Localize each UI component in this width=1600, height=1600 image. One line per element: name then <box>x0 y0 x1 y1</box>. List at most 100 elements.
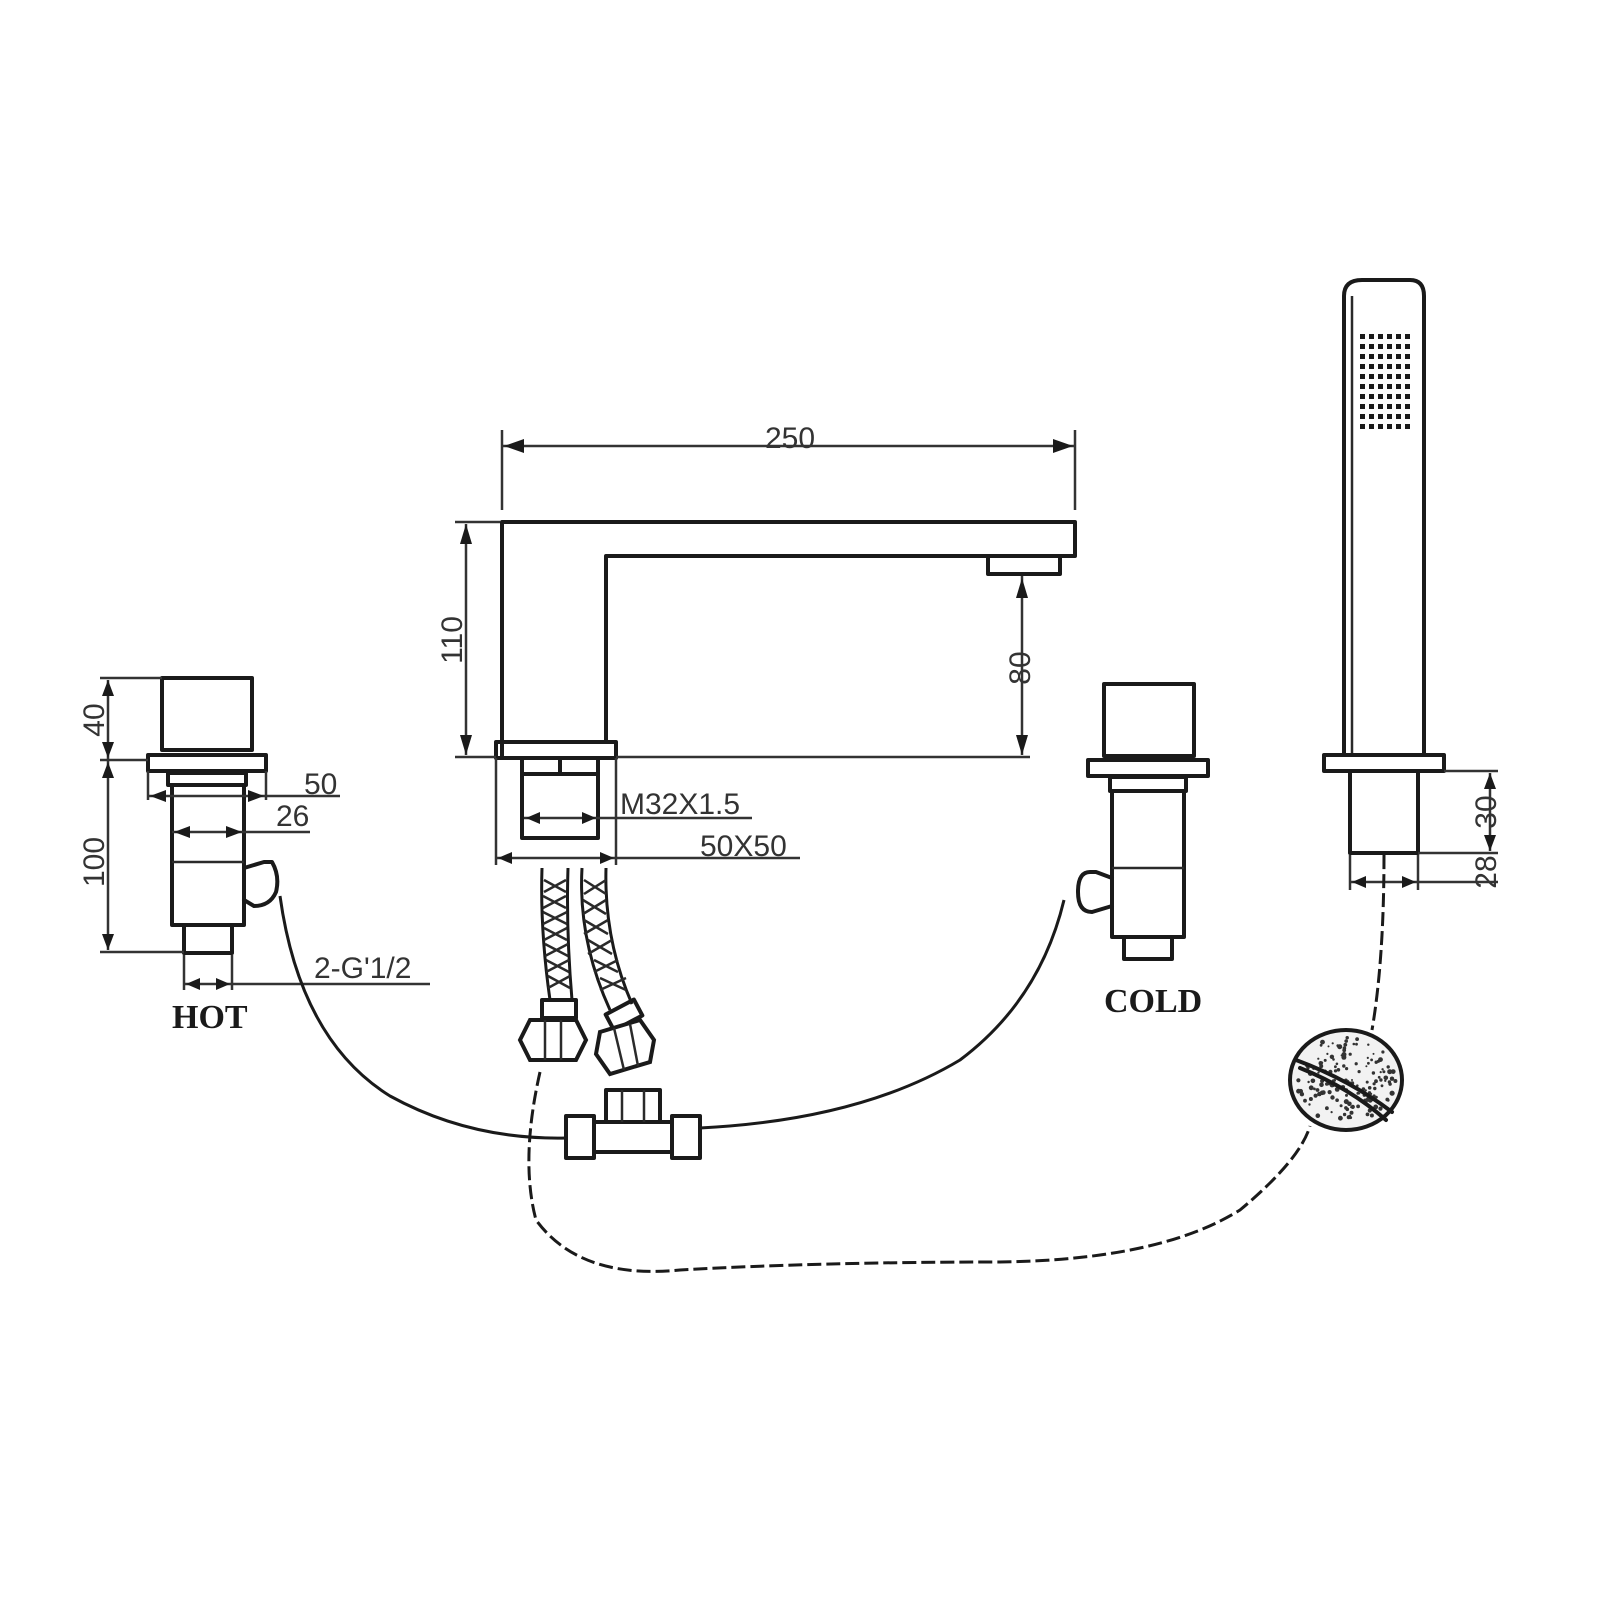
speckle-dot <box>1330 1111 1333 1114</box>
nozzle-dot <box>1369 344 1374 349</box>
dim-valve-height: 100 <box>78 837 111 887</box>
nozzle-dot <box>1378 374 1383 379</box>
dim-shower-mount-width: 28 <box>1470 855 1503 888</box>
speckle-dot <box>1379 1078 1383 1082</box>
speckle-dot <box>1320 1039 1325 1045</box>
speckle-dot <box>1331 1042 1334 1045</box>
nozzle-dot <box>1396 374 1401 379</box>
hot-valve-handle <box>160 676 254 752</box>
cold-label: COLD <box>1104 983 1202 1020</box>
speckle-dot <box>1315 1088 1320 1092</box>
cold-valve-body <box>1110 789 1186 939</box>
nozzle-dot <box>1405 414 1410 419</box>
t-connector <box>564 1088 702 1160</box>
nozzle-dot <box>1378 414 1383 419</box>
hand-shower-handle <box>1342 278 1426 757</box>
speckle-dot <box>1357 1070 1361 1074</box>
speckle-dot <box>1373 1086 1377 1091</box>
speckle-dot <box>1370 1058 1373 1062</box>
cold-valve-outlet <box>1076 870 1114 914</box>
speckle-dot <box>1326 1052 1329 1055</box>
speckle-dot <box>1379 1071 1382 1074</box>
nozzle-dot <box>1378 404 1383 409</box>
speckle-dot <box>1342 1046 1347 1050</box>
speckle-dot <box>1371 1071 1376 1075</box>
nozzle-dot <box>1396 364 1401 369</box>
hot-valve-body <box>170 783 246 927</box>
speckle-dot <box>1341 1052 1347 1057</box>
speckle-dot <box>1308 1085 1314 1091</box>
speckle-dot <box>1319 1064 1324 1069</box>
spout-outlet <box>986 554 1062 576</box>
nozzle-dot <box>1405 384 1410 389</box>
speckle-dot <box>1327 1045 1330 1048</box>
nozzle-dot <box>1360 344 1365 349</box>
speckle-dot <box>1340 1054 1343 1057</box>
speckle-dot <box>1367 1086 1372 1090</box>
speckle-dot <box>1319 1043 1323 1047</box>
speckle-dot <box>1345 1036 1349 1040</box>
speckle-dot <box>1365 1080 1369 1084</box>
speckle-dot <box>1315 1113 1321 1118</box>
nozzle-dot <box>1405 424 1410 429</box>
speckle-dot <box>1344 1039 1348 1043</box>
shower-nozzle-grid <box>1360 334 1410 429</box>
speckle-dot <box>1354 1062 1358 1066</box>
nozzle-dot <box>1360 394 1365 399</box>
t-connector-right-port <box>670 1114 702 1160</box>
speckle-dot <box>1377 1075 1381 1079</box>
nozzle-dot <box>1369 414 1374 419</box>
nozzle-dot <box>1405 344 1410 349</box>
speckle-dot <box>1325 1106 1329 1111</box>
hot-valve-deck-plate <box>146 753 268 773</box>
dim-shower-mount-height: 30 <box>1470 795 1503 828</box>
nozzle-dot <box>1369 334 1374 339</box>
nozzle-dot <box>1378 334 1383 339</box>
nozzle-dot <box>1387 354 1392 359</box>
cold-valve-inlet <box>1122 935 1174 961</box>
nozzle-dot <box>1405 374 1410 379</box>
speckle-dot <box>1319 1082 1324 1088</box>
hot-valve-inlet <box>182 923 234 955</box>
speckle-dot <box>1321 1061 1324 1064</box>
speckle-dot <box>1336 1068 1341 1072</box>
nozzle-dot <box>1369 394 1374 399</box>
speckle-dot <box>1345 1093 1348 1097</box>
hot-valve-dimensions: 40 100 50 26 2-G'1/2 <box>78 676 430 990</box>
braided-supply-hoses <box>517 867 657 1077</box>
dim-spout-length: 250 <box>765 422 815 455</box>
nozzle-dot <box>1369 404 1374 409</box>
nozzle-dot <box>1405 364 1410 369</box>
nozzle-dot <box>1360 424 1365 429</box>
speckle-dot <box>1386 1098 1390 1102</box>
nozzle-dot <box>1387 424 1392 429</box>
nozzle-dot <box>1405 354 1410 359</box>
hot-valve <box>146 676 280 955</box>
speckle-dot <box>1346 1115 1351 1120</box>
hose-nut-left <box>517 1018 589 1062</box>
speckle-dot <box>1350 1106 1353 1109</box>
speckle-dot <box>1380 1084 1384 1088</box>
speckle-dot <box>1365 1112 1370 1117</box>
speckle-dot <box>1356 1104 1360 1109</box>
bath-spout <box>494 520 1077 840</box>
nozzle-dot <box>1405 394 1410 399</box>
speckle-dot <box>1388 1082 1392 1086</box>
nozzle-dot <box>1405 404 1410 409</box>
speckle-dot <box>1344 1106 1348 1110</box>
speckle-dot <box>1337 1044 1343 1050</box>
dim-spout-outlet-height: 80 <box>1004 651 1037 684</box>
nozzle-dot <box>1387 344 1392 349</box>
nozzle-dot <box>1378 384 1383 389</box>
nozzle-dot <box>1369 424 1374 429</box>
nozzle-dot <box>1369 354 1374 359</box>
hand-shower-dimensions: 30 28 <box>1348 769 1503 890</box>
t-connector-top-port <box>604 1088 662 1124</box>
speckle-dot <box>1351 1079 1353 1081</box>
nozzle-dot <box>1396 414 1401 419</box>
nozzle-dot <box>1360 334 1365 339</box>
speckle-dot <box>1330 1095 1335 1100</box>
dim-inlet-thread: 2-G'1/2 <box>314 952 411 985</box>
speckle-dot <box>1367 1043 1370 1046</box>
speckle-dot <box>1313 1087 1316 1091</box>
